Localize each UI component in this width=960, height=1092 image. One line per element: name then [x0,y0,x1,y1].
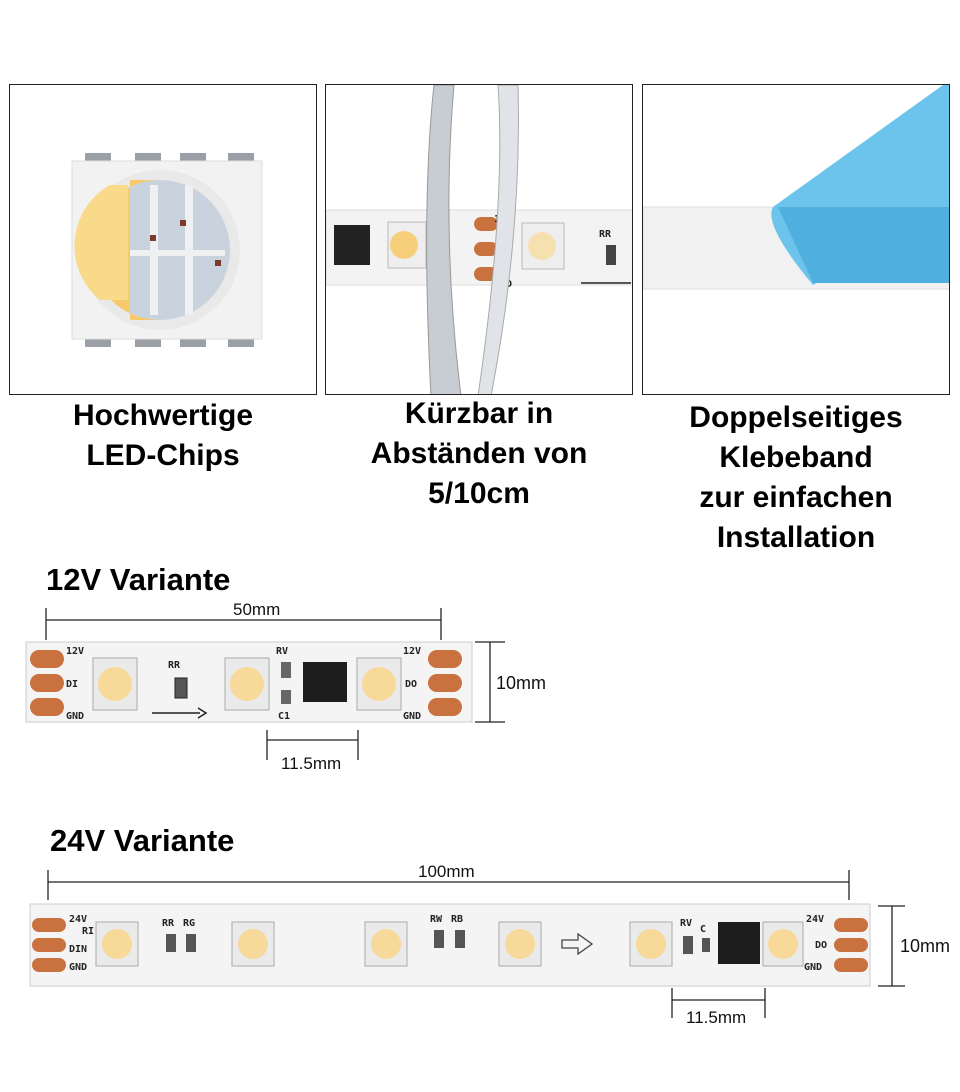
silk-c: C [700,924,706,935]
length-label-12v: 50mm [233,600,281,619]
feature-panel-adhesive [642,84,950,395]
silk-rv-24v: RV [680,918,692,929]
scissors-cutting-strip-image: 12V DI GND RR [326,85,632,394]
feature-caption-1: Hochwertige LED-Chips [72,399,254,472]
variant-12v-title: 12V Variante [46,562,231,597]
feature-panel-cuttable: 12V DI GND RR [325,84,633,395]
silk-di: DI [66,679,78,690]
feature-caption-3: Doppelseitiges Klebeband zur einfachen I… [689,401,903,554]
cut-label-rr: RR [599,229,612,240]
strip-24v-diagram: 24V RI DIN GND RR RG RW RB RV C 24V DO G… [29,870,905,1018]
silk-gnd-right-24v: GND [804,962,822,973]
variant-24v-title: 24V Variante [50,823,235,858]
silk-gnd-left: GND [66,711,84,722]
silk-rw: RW [430,914,443,925]
width-label-12v: 10mm [496,673,547,693]
silk-gnd-right: GND [403,711,421,722]
silk-24v-right: 24V [806,914,824,925]
silk-do: DO [405,679,417,690]
silk-rr: RR [168,660,181,671]
silk-c1: C1 [278,711,290,722]
silk-rg: RG [183,918,195,929]
width-label-24v: 10mm [900,936,951,956]
length-label-24v: 100mm [418,862,475,881]
silk-24v-left: 24V [69,914,87,925]
silk-rb: RB [451,914,463,925]
silk-din: DIN [69,944,87,955]
feature-caption-2: Kürzbar in Abständen von 5/10cm [370,397,588,510]
silk-ri: RI [82,926,94,937]
silk-12v-right: 12V [403,646,421,657]
silk-do-24v: DO [815,940,827,951]
segment-label-24v: 11.5mm [686,1008,747,1027]
silk-rr-24v: RR [162,918,175,929]
segment-label-12v: 11.5mm [281,754,342,773]
led-chip-image [71,153,263,347]
adhesive-tape-image [643,85,949,290]
silk-12v-left: 12V [66,646,84,657]
silk-rv: RV [276,646,288,657]
silk-gnd-left-24v: GND [69,962,87,973]
strip-12v-diagram: 12V DI GND RR RV C1 12V DO GND [25,608,505,760]
feature-panel-led-chip [9,84,317,395]
